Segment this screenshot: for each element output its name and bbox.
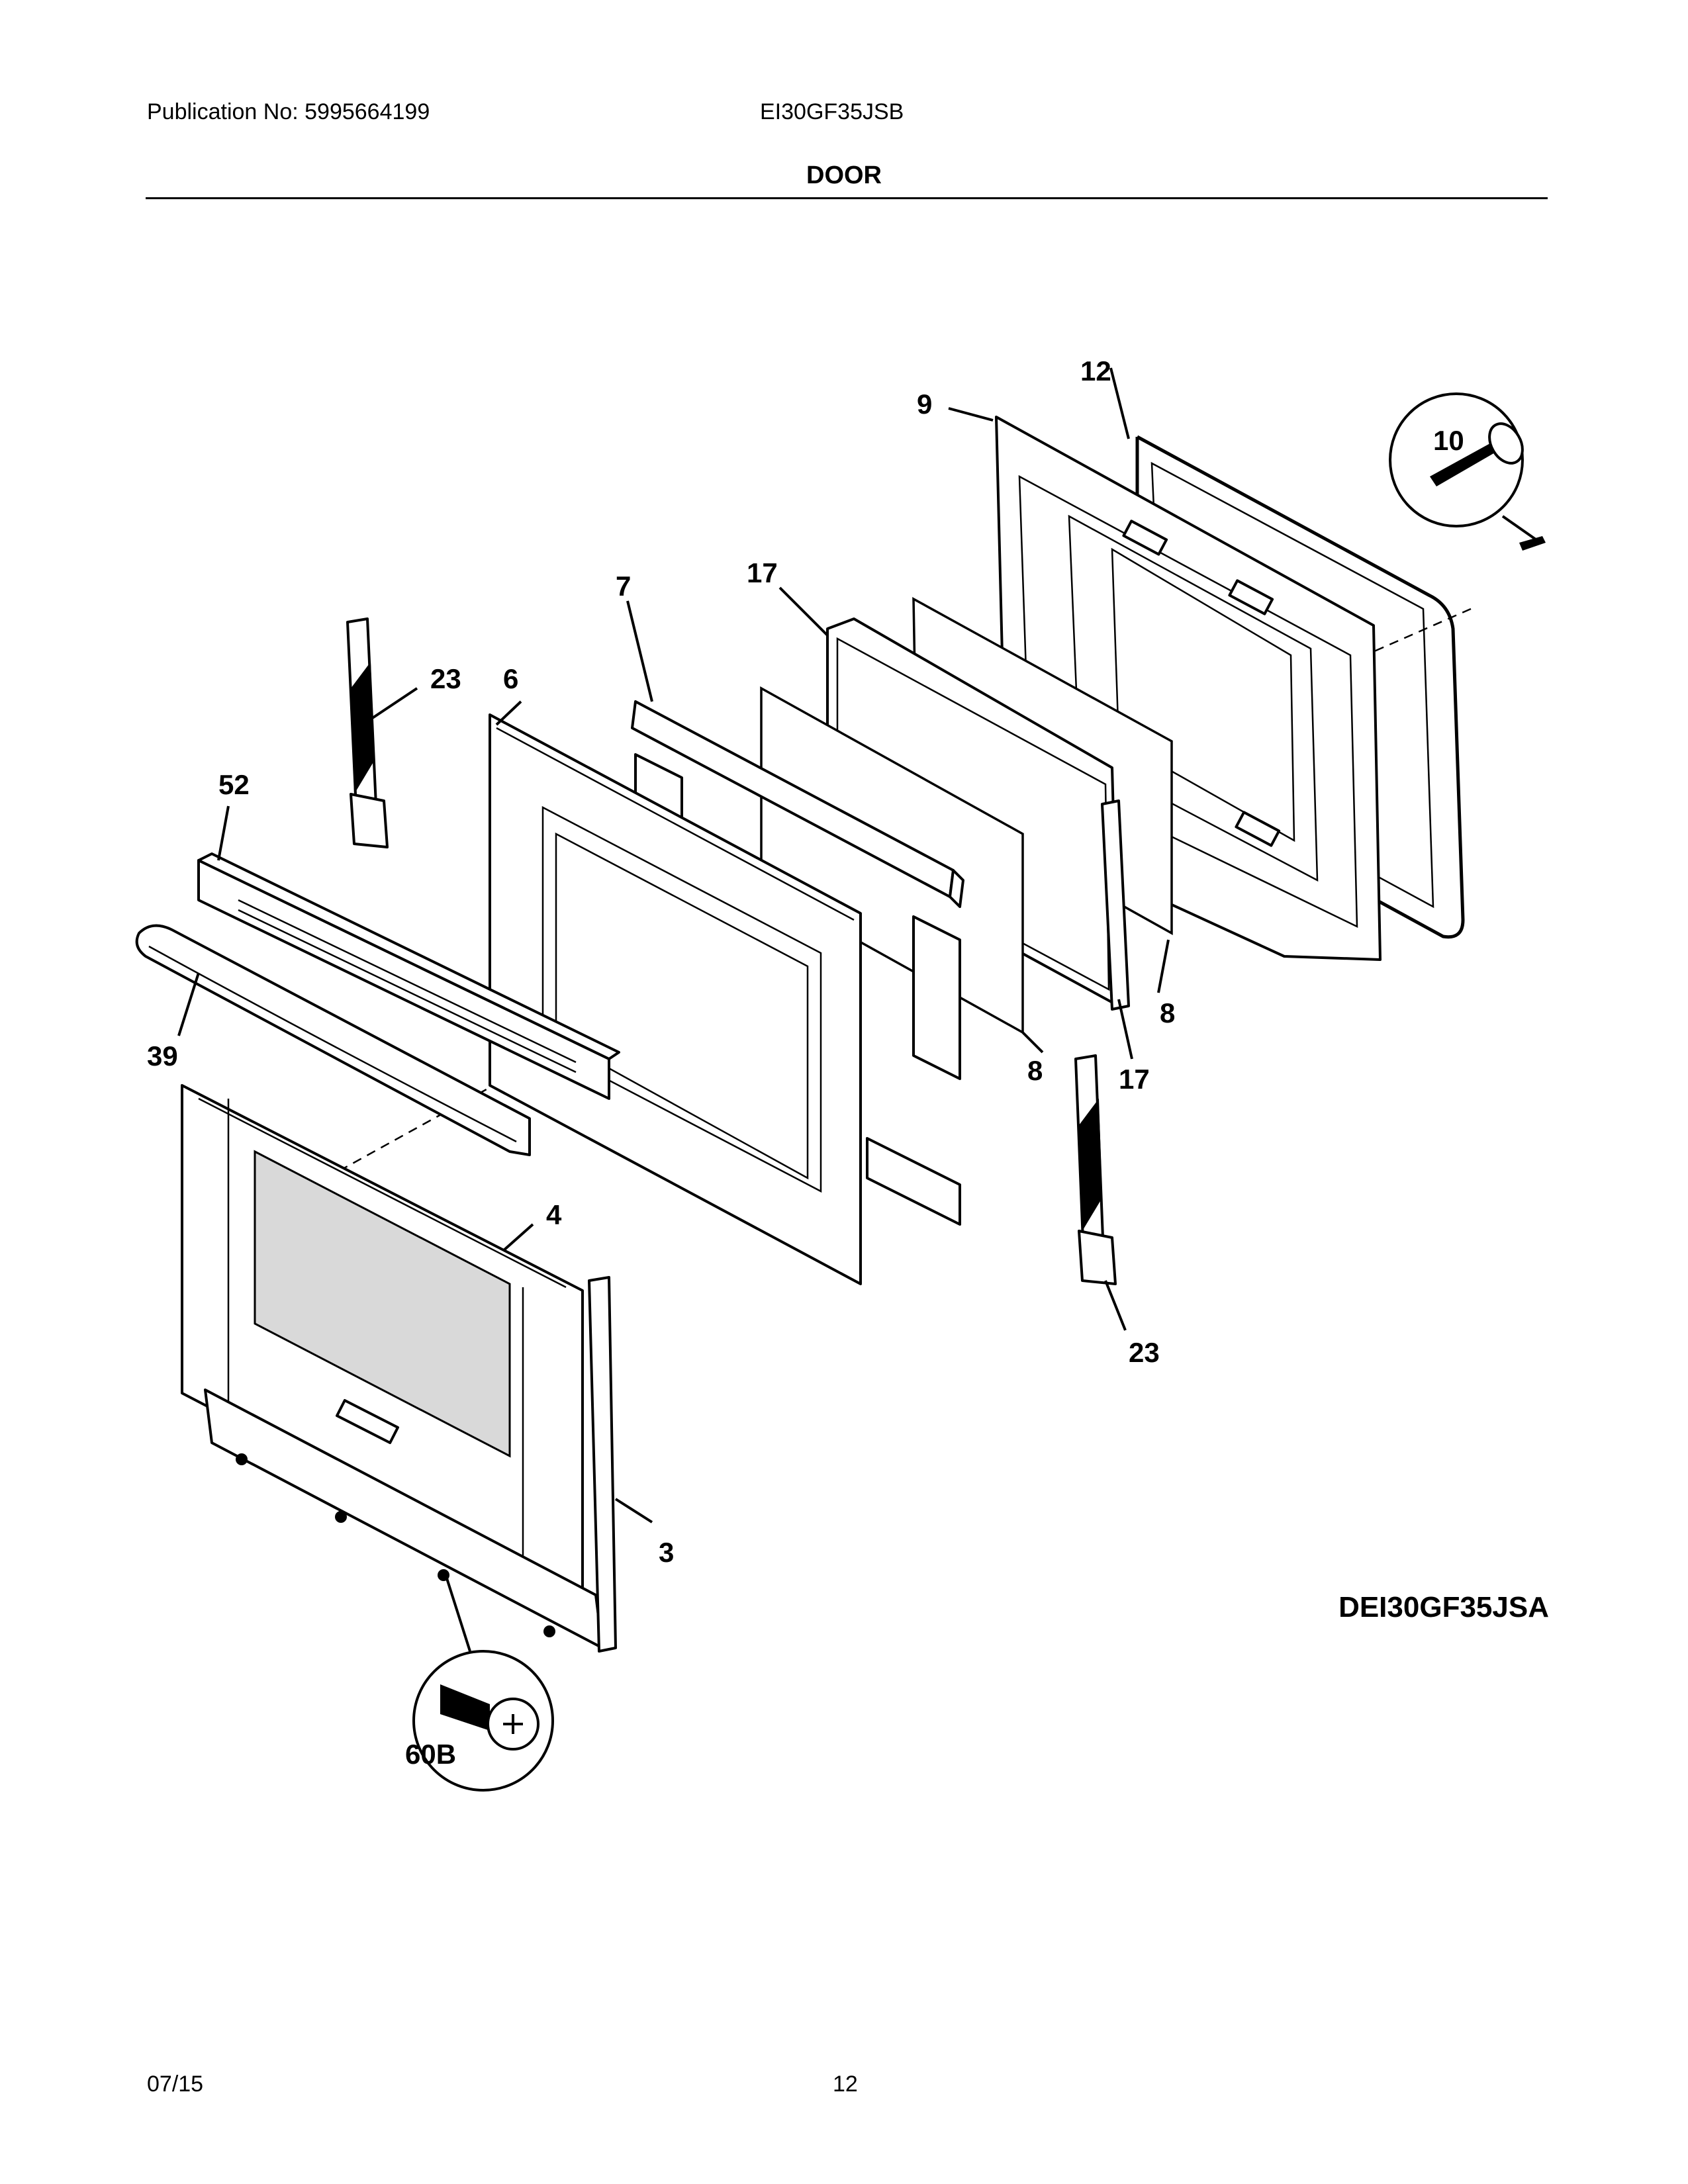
callout-4: 4 [546,1199,562,1230]
callout-23-right: 23 [1129,1337,1160,1368]
callout-8-bottom: 8 [1027,1055,1043,1086]
callout-17-top: 17 [747,557,778,588]
callout-8-right: 8 [1160,997,1175,1028]
diagram-code: DEI30GF35JSA [1338,1591,1549,1623]
door-trim [204,1276,617,1653]
section-title: DOOR [806,161,882,189]
callout-3: 3 [659,1537,674,1568]
callout-23-left: 23 [430,663,461,694]
door-insulation [631,700,964,1226]
door-handle [135,924,531,1156]
callout-6: 6 [503,663,518,694]
callout-17-bottom: 17 [1119,1064,1150,1095]
screw-detail-10 [1389,392,1546,551]
hinge-left [346,617,389,848]
callout-39: 39 [147,1040,178,1071]
page-number: 12 [833,2071,858,2097]
callout-12: 12 [1080,355,1111,387]
leader-lines [177,367,1170,1652]
screws [236,1453,555,1637]
publication-number: Publication No: 5995664199 [147,99,430,124]
screw-detail-60b [412,1650,554,1792]
model-number: EI30GF35JSB [760,99,904,124]
callout-10: 10 [1433,425,1464,456]
footer-date: 07/15 [147,2071,204,2097]
callout-9: 9 [917,388,932,420]
door-frame [489,713,862,1285]
header-rule [146,197,1548,199]
callout-52: 52 [218,769,250,800]
vent-trim [197,852,620,1100]
callout-60b: 60B [405,1739,456,1770]
hinge-right [1074,1054,1117,1285]
callout-7: 7 [616,570,631,602]
